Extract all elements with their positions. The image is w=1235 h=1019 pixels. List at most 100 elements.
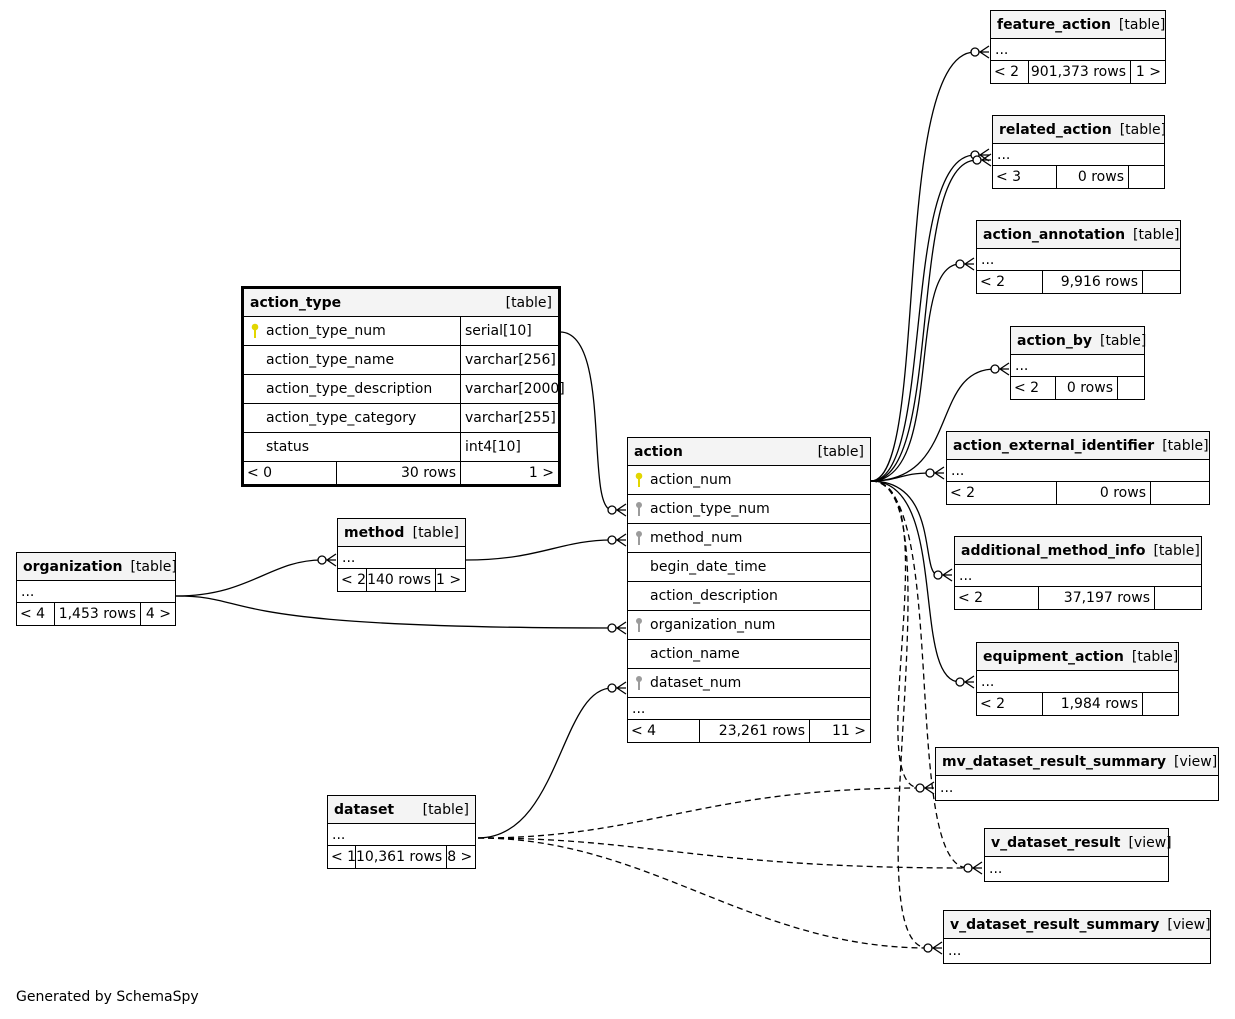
row-count: 30 rows: [337, 462, 461, 484]
edge-action-additional_method_info: [870, 480, 939, 576]
crows-foot-marker: [616, 621, 627, 635]
view-v_dataset_result_summary[interactable]: v_dataset_result_summary[view] ...: [943, 910, 1211, 964]
table-organization[interactable]: organization[table] ... < 4 1,453 rows 4…: [16, 552, 177, 626]
table-header: action_annotation[table]: [977, 221, 1180, 249]
parents-count[interactable]: < 2: [991, 61, 1029, 83]
table-action[interactable]: action [table] action_num action_type_nu…: [627, 437, 871, 743]
foreign-key-icon: [628, 617, 650, 633]
crows-foot-marker: [616, 503, 627, 517]
column-row: dataset_num: [628, 669, 870, 698]
row-count: 23,261 rows: [700, 720, 810, 742]
table-header: feature_action[table]: [991, 11, 1165, 39]
children-count[interactable]: 8 >: [447, 849, 473, 865]
more-columns: ...: [948, 943, 962, 959]
table-kind: [table]: [422, 801, 469, 818]
table-kind: [table]: [412, 524, 459, 541]
table-action_by[interactable]: action_by[table] ... < 2 0 rows: [1010, 326, 1146, 400]
parents-count[interactable]: < 3: [993, 166, 1057, 188]
table-feature_action[interactable]: feature_action[table] ... < 2 901,373 ro…: [990, 10, 1166, 84]
parents-count[interactable]: < 2: [338, 569, 368, 591]
edge-action-v_dataset_result: [870, 480, 969, 869]
row-count: 0 rows: [1056, 377, 1118, 399]
more-columns: ...: [991, 39, 1165, 61]
parents-count[interactable]: < 2: [977, 693, 1043, 715]
table-equipment_action[interactable]: equipment_action[table] ... < 2 1,984 ro…: [976, 642, 1179, 716]
parents-count[interactable]: < 2: [955, 587, 1039, 609]
more-columns: ...: [989, 861, 1003, 877]
table-related_action[interactable]: related_action[table] ... < 3 0 rows: [992, 115, 1167, 189]
foreign-key-icon: [628, 501, 650, 517]
table-header: action [table]: [628, 438, 870, 466]
edge-action-related_action-1: [870, 154, 976, 482]
children-count[interactable]: 1 >: [528, 465, 554, 481]
children-count[interactable]: 4 >: [145, 606, 171, 622]
primary-key-icon: [244, 323, 266, 339]
column-name: action_num: [650, 472, 732, 488]
parents-count[interactable]: < 2: [977, 271, 1043, 293]
children-count[interactable]: [1129, 166, 1164, 188]
children-count[interactable]: 1 >: [1135, 64, 1161, 80]
table-action_external_identifier[interactable]: action_external_identifier[table] ... < …: [946, 431, 1210, 505]
edge-action-action_annotation: [870, 263, 961, 482]
table-kind: [view]: [1167, 916, 1211, 933]
children-count[interactable]: [1143, 693, 1178, 715]
table-kind: [table]: [130, 558, 177, 575]
parents-count[interactable]: < 2: [947, 482, 1057, 504]
table-header: equipment_action[table]: [977, 643, 1178, 671]
column-type: varchar[2000]: [465, 381, 565, 397]
optional-marker: [607, 505, 617, 515]
edge-action_type-action: [559, 331, 613, 511]
table-footer: < 2 0 rows: [947, 482, 1209, 504]
children-count[interactable]: [1151, 482, 1209, 504]
parents-count[interactable]: < 4: [17, 603, 55, 625]
more-columns: ...: [1011, 355, 1144, 377]
column-row: action_name: [628, 640, 870, 669]
table-kind: [table]: [1153, 542, 1200, 559]
column-name: status: [266, 439, 310, 455]
table-action_annotation[interactable]: action_annotation[table] ... < 2 9,916 r…: [976, 220, 1181, 294]
table-footer: < 2 0 rows: [1011, 377, 1144, 399]
parents-count[interactable]: < 0: [244, 462, 337, 484]
view-mv_dataset_result_summary[interactable]: mv_dataset_result_summary[view] ...: [935, 747, 1219, 801]
column-type: int4[10]: [465, 439, 521, 455]
table-kind: [table]: [505, 294, 552, 311]
table-name: additional_method_info: [961, 542, 1146, 559]
children-count[interactable]: 11 >: [832, 723, 866, 739]
table-kind: [table]: [1162, 437, 1209, 454]
edge-dataset-v_dataset_result: [477, 837, 969, 869]
table-footer: < 4 23,261 rows 11 >: [628, 720, 870, 742]
table-dataset[interactable]: dataset[table] ... < 1 10,361 rows 8 >: [327, 795, 476, 869]
edge-action-feature_action: [870, 51, 976, 482]
column-row: action_type_num serial[10]: [244, 317, 558, 346]
optional-marker: [955, 259, 965, 269]
column-row: begin_date_time: [628, 553, 870, 582]
children-count[interactable]: 1 >: [436, 572, 462, 588]
primary-key-icon: [628, 472, 650, 488]
column-name: action_description: [650, 588, 778, 604]
edge-dataset-mv_dataset_result_summary: [477, 787, 921, 839]
more-columns: ...: [940, 780, 954, 796]
table-action_type[interactable]: action_type [table] action_type_num seri…: [241, 286, 565, 487]
optional-marker: [607, 623, 617, 633]
children-count[interactable]: [1118, 377, 1144, 399]
view-v_dataset_result[interactable]: v_dataset_result[view] ...: [984, 828, 1172, 882]
table-footer: < 1 10,361 rows 8 >: [328, 846, 475, 868]
table-name: mv_dataset_result_summary: [942, 753, 1166, 770]
column-name: organization_num: [650, 617, 776, 633]
children-count[interactable]: [1143, 271, 1180, 293]
column-row: organization_num: [628, 611, 870, 640]
table-additional_method_info[interactable]: additional_method_info[table] ... < 2 37…: [954, 536, 1202, 610]
row-count: 140 rows: [367, 569, 437, 591]
column-row: action_type_num: [628, 495, 870, 524]
crows-foot-marker: [972, 861, 983, 875]
parents-count[interactable]: < 1: [328, 846, 356, 868]
crows-foot-marker: [934, 466, 945, 480]
column-type: serial[10]: [465, 323, 532, 339]
table-kind: [table]: [1119, 121, 1167, 138]
parents-count[interactable]: < 2: [1011, 377, 1056, 399]
optional-marker: [972, 155, 982, 165]
parents-count[interactable]: < 4: [628, 720, 700, 742]
more-columns: ...: [977, 249, 1180, 271]
children-count[interactable]: [1155, 587, 1201, 609]
table-method[interactable]: method[table] ... < 2 140 rows 1 >: [337, 518, 466, 592]
